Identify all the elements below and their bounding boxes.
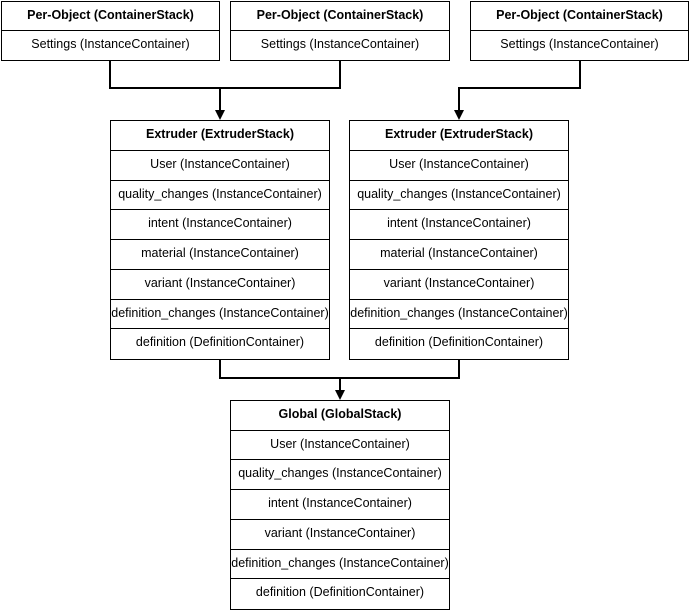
extruder-stack-2-row: definition_changes (InstanceContainer): [350, 300, 568, 330]
extruder-stack-2[interactable]: Extruder (ExtruderStack)User (InstanceCo…: [349, 120, 569, 360]
global-stack-row: intent (InstanceContainer): [231, 490, 449, 520]
extruder-stack-1-row: variant (InstanceContainer): [111, 270, 329, 300]
extruder-stack-1[interactable]: Extruder (ExtruderStack)User (InstanceCo…: [110, 120, 330, 360]
extruder-stack-2-row: User (InstanceContainer): [350, 151, 568, 181]
per-object-stack-3[interactable]: Per-Object (ContainerStack) Settings (Ins…: [470, 1, 689, 61]
per-object-stack-1[interactable]: Per-Object (ContainerStack) Settings (Ins…: [1, 1, 220, 61]
global-stack-row: User (InstanceContainer): [231, 431, 449, 461]
extruder-stack-2-title: Extruder (ExtruderStack): [350, 121, 568, 151]
per-object-stack-3-title: Per-Object (ContainerStack): [471, 2, 688, 31]
global-stack-row: definition (DefinitionContainer): [255, 585, 425, 600]
extruder-stack-1-title: Extruder (ExtruderStack): [111, 121, 329, 151]
extruder-stack-1-row: material (InstanceContainer): [111, 240, 329, 270]
edge-ext1-global-arrowhead: [335, 390, 345, 400]
edge-ext1-global: [219, 360, 341, 392]
per-object-stack-2[interactable]: Per-Object (ContainerStack) Settings (Ins…: [230, 1, 450, 61]
extruder-stack-2-row: definition (DefinitionContainer): [374, 335, 544, 350]
edge-po2-ext1: [220, 61, 341, 89]
global-stack-row: quality_changes (InstanceContainer): [231, 460, 449, 491]
per-object-stack-1-title: Per-Object (ContainerStack): [2, 2, 219, 31]
extruder-stack-1-row: definition_changes (InstanceContainer): [111, 300, 329, 330]
edge-po1-ext1-arrowhead: [215, 110, 225, 120]
global-stack-row: definition_changes (InstanceContainer): [231, 550, 449, 580]
extruder-stack-2-row: material (InstanceContainer): [350, 240, 568, 270]
per-object-stack-3-row: Settings (InstanceContainer): [500, 37, 659, 51]
extruder-stack-1-row: User (InstanceContainer): [111, 151, 329, 181]
extruder-stack-2-row: variant (InstanceContainer): [350, 270, 568, 300]
per-object-stack-2-row: Settings (InstanceContainer): [260, 37, 420, 51]
extruder-stack-1-row: definition (DefinitionContainer): [135, 335, 305, 350]
global-stack-row: variant (InstanceContainer): [231, 520, 449, 550]
extruder-stack-1-row: intent (InstanceContainer): [111, 210, 329, 240]
edge-po3-ext2: [458, 61, 581, 112]
global-stack[interactable]: Global (GlobalStack)User (InstanceContai…: [230, 400, 450, 610]
per-object-stack-2-title: Per-Object (ContainerStack): [231, 2, 449, 31]
extruder-stack-1-row: quality_changes (InstanceContainer): [111, 181, 329, 211]
global-stack-title: Global (GlobalStack): [231, 401, 449, 431]
extruder-stack-2-row: intent (InstanceContainer): [350, 210, 568, 240]
edge-po1-ext1: [109, 61, 221, 112]
per-object-stack-1-row: Settings (InstanceContainer): [31, 37, 190, 51]
extruder-stack-2-row: quality_changes (InstanceContainer): [350, 181, 568, 211]
edge-po3-ext2-arrowhead: [454, 110, 464, 120]
edge-ext2-global: [340, 360, 460, 379]
